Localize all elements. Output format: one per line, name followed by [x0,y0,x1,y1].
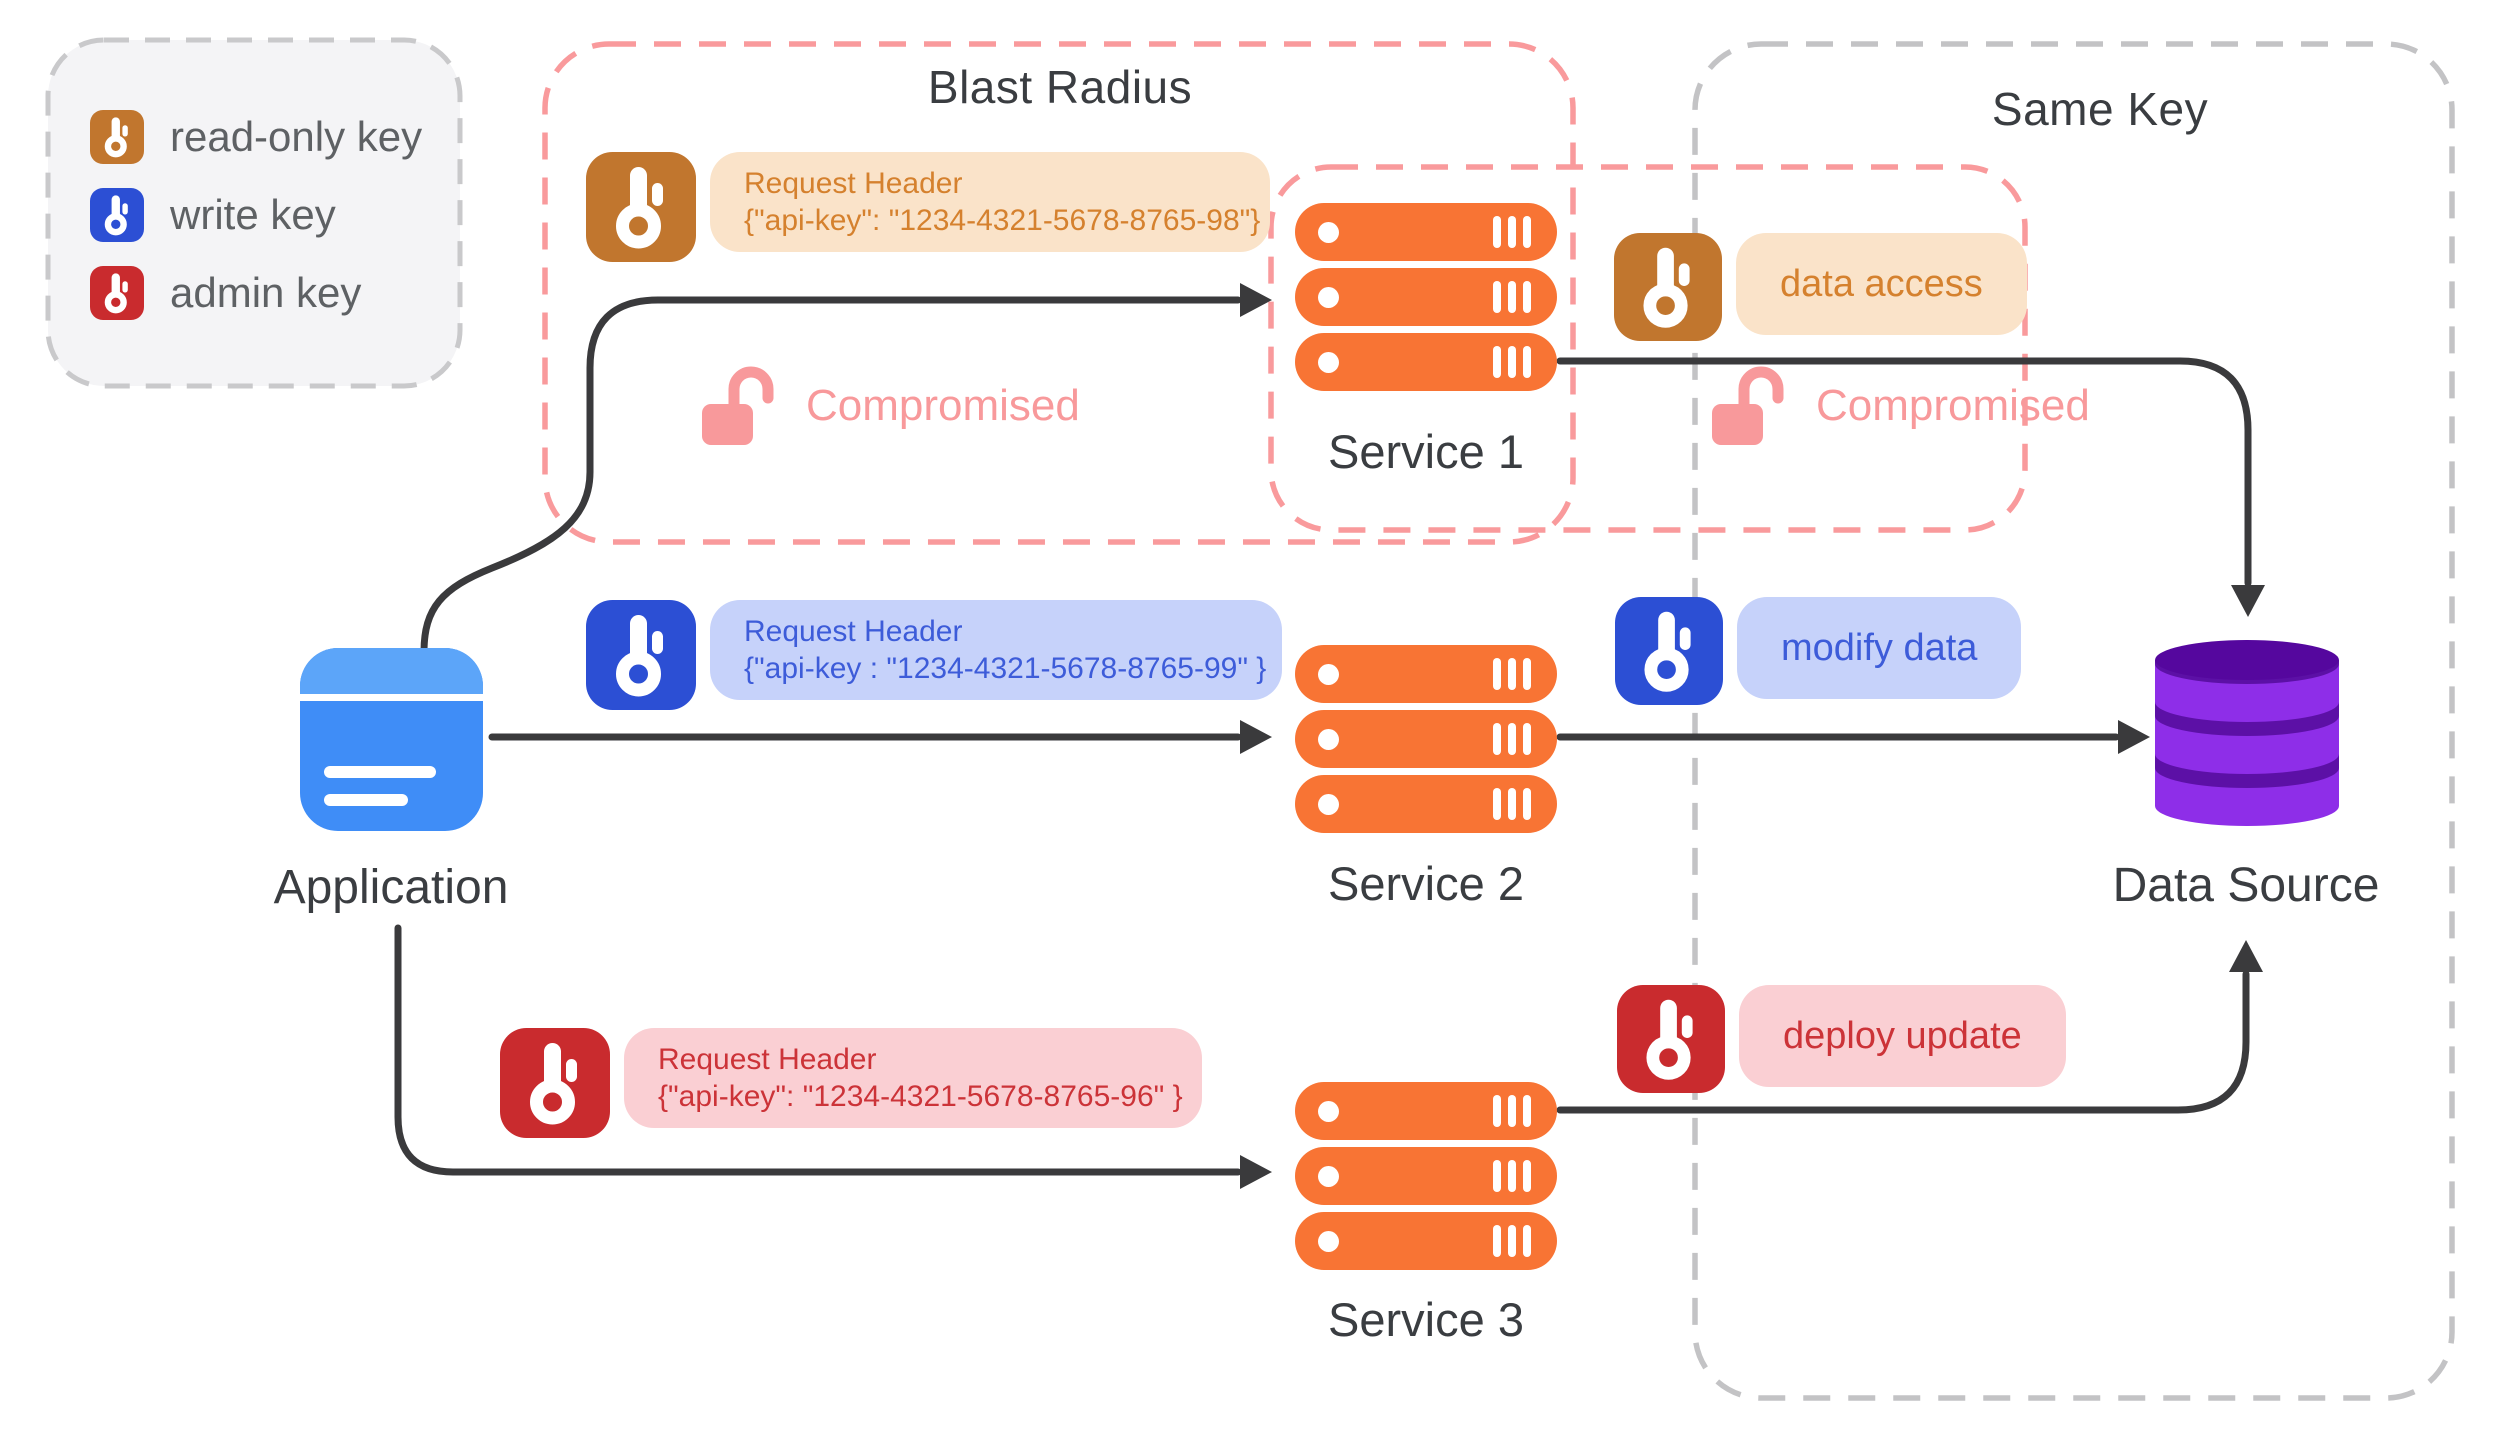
write-key-icon [586,600,696,710]
legend-item-read-only-key: read-only key [90,110,422,164]
database-icon [2155,640,2339,826]
legend-label: admin key [170,269,362,316]
legend-label: read-only key [170,113,423,160]
request-header-title: Request Header [658,1043,877,1076]
write-key-icon [90,188,144,242]
request-header-pill: Request Header {"api-key": "1234-4321-56… [710,152,1270,252]
request-header-read-only: Request Header {"api-key": "1234-4321-56… [586,152,1270,262]
server-icon [1295,645,1557,703]
same-key-box [1692,41,2455,1401]
server-icon [1295,333,1557,391]
read-only-key-icon [90,110,144,164]
arrowhead-datasource-bottom [2229,940,2263,972]
same-key-title: Same Key [1991,83,2209,135]
arrow-service3-to-datasource [1556,970,2250,1114]
admin-key-icon [500,1028,610,1138]
application-label: Application [273,861,509,914]
request-header-admin: Request Header {"api-key": "1234-4321-56… [500,1028,1202,1138]
application-icon [300,648,483,831]
write-key-icon [1615,597,1723,705]
request-header-pill: Request Header {"api-key": "1234-4321-56… [624,1028,1202,1128]
compromised-label: Compromised [1816,381,2090,430]
action-pill: deploy update [1739,985,2066,1087]
read-only-key-icon [1614,233,1722,341]
server-icon [1295,1212,1557,1270]
admin-key-icon [1617,985,1725,1093]
open-lock-icon [702,366,774,445]
service3-label: Service 3 [1328,1293,1524,1346]
arrowhead-datasource-left [2118,720,2150,754]
request-header-value: {"api-key": "1234-4321-5678-8765-98"} [744,204,1261,237]
service1-compromised-box [1268,164,2028,533]
request-header-title: Request Header [744,167,963,200]
server-icon [1295,268,1557,326]
legend-item-write-key: write key [90,188,336,242]
read-only-key-icon [586,152,696,262]
open-lock-icon [1712,366,1784,445]
service2-label: Service 2 [1328,857,1524,910]
compromised-same-key: Compromised [1710,362,2090,450]
legend-label: write key [170,191,336,238]
request-header-title: Request Header [744,615,963,648]
server-icon [1295,203,1557,261]
service1-label: Service 1 [1328,425,1524,478]
arrowhead-datasource-top [2231,585,2265,617]
blast-radius-title: Blast Radius [927,61,1193,113]
action-deploy-update: deploy update [1617,985,2066,1093]
blast-radius-box [542,41,1576,545]
arrow-app-to-service3 [394,924,1242,1176]
arrow-service1-to-datasource [1556,357,2252,587]
request-header-write: Request Header {"api-key : "1234-4321-56… [586,600,1282,710]
arrowhead-service1 [1240,283,1272,317]
request-header-value: {"api-key : "1234-4321-5678-8765-99" } [744,652,1267,685]
action-modify-data: modify data [1615,597,2022,705]
server-icon [1295,775,1557,833]
data-source-label: Data Source [2112,859,2380,912]
request-header-pill: Request Header {"api-key : "1234-4321-56… [710,600,1282,700]
legend-box [45,37,463,389]
server-icon [1295,1082,1557,1140]
action-data-access: data access [1614,233,2027,341]
server-icon [1295,1147,1557,1205]
action-pill: data access [1736,233,2027,335]
admin-key-icon [90,266,144,320]
arrowhead-service3 [1240,1155,1272,1189]
action-pill: modify data [1737,597,2022,699]
arrow-app-to-service1 [420,296,1242,656]
legend-item-admin-key: admin key [90,266,361,320]
compromised-blast-radius: Compromised [700,362,1080,450]
request-header-value: {"api-key": "1234-4321-5678-8765-96" } [658,1080,1183,1113]
arrowhead-service2 [1240,720,1272,754]
compromised-label: Compromised [806,381,1080,430]
server-icon [1295,710,1557,768]
